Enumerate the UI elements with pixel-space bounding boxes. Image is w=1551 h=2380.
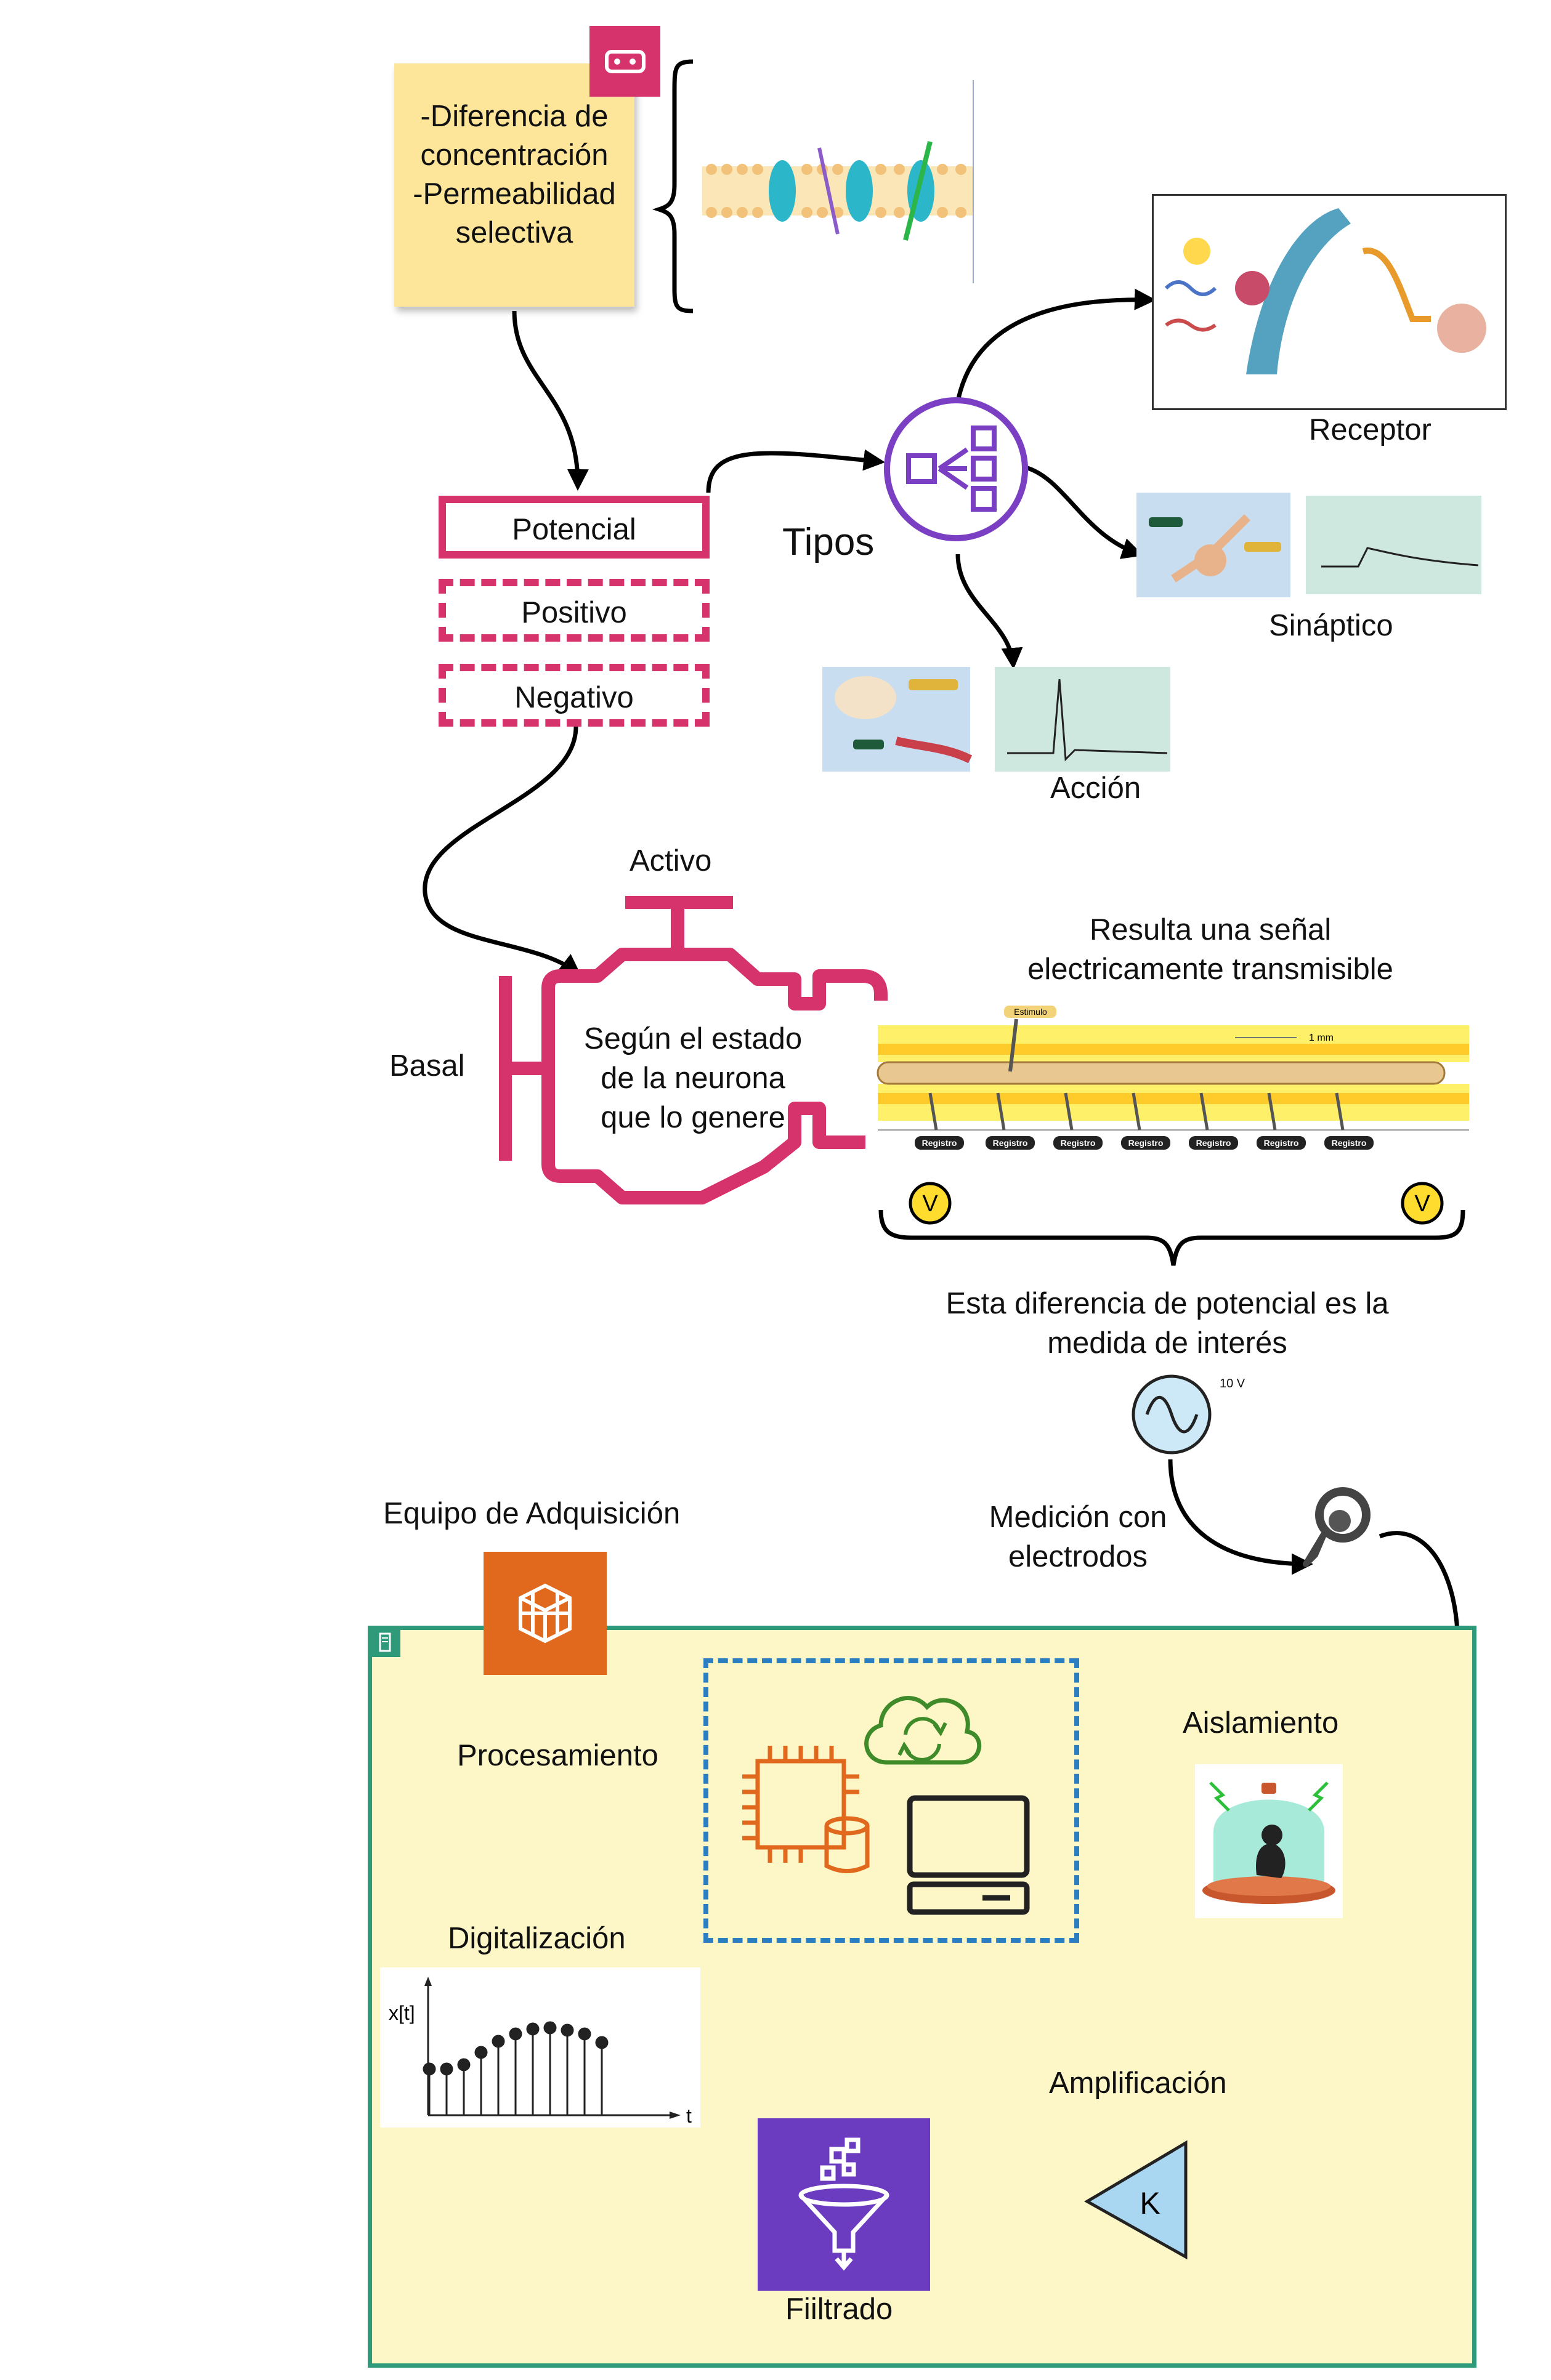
amplifier-gain: K [1140,2186,1160,2221]
record-tag: Registro [1196,1138,1231,1148]
digitization-label: Digitalización [448,1922,626,1955]
svg-text:V: V [922,1191,938,1217]
record-tag: Registro [1332,1138,1367,1148]
axon-illustration: Estimulo 1 mm Registro Registro Registro… [865,1001,1488,1167]
filtering-label: Fiiltrado [785,2293,893,2326]
cloud-sync-icon [853,1676,989,1778]
measure-line: Esta diferencia de potencial es la [946,1287,1389,1320]
record-tag: Registro [1264,1138,1299,1148]
brace-axon [878,1209,1465,1266]
receptor-illustration [1152,194,1507,410]
measure-line: medida de interés [1047,1326,1287,1360]
receptor-label: Receptor [1309,413,1432,446]
negative-box: Negativo [439,664,710,727]
positive-box: Positivo [439,579,710,642]
electrode-probe-icon [1290,1484,1377,1576]
stimulate-tag: Estimulo [1014,1007,1047,1017]
action-label: Acción [1050,772,1141,805]
record-tag: Registro [922,1138,957,1148]
membrane-illustration [696,74,1023,292]
funnel-filter-icon [758,2118,930,2291]
cpu-chip-icon [736,1740,884,1881]
negative-label: Negativo [514,681,634,714]
source-voltage-label: 10 V [1220,1377,1245,1390]
basal-label: Basal [389,1049,465,1083]
plot-xlabel: t [686,2105,692,2127]
voltmeter-right-icon: V [1400,1181,1444,1225]
plot-ylabel: x[t] [389,2002,415,2024]
flow-split-icon [881,394,1032,545]
engine-text-line: que lo genere [601,1101,785,1134]
types-label: Tipos [782,521,875,563]
record-tag: Registro [1128,1138,1164,1148]
record-tag: Registro [1061,1138,1096,1148]
potential-box: Potencial [439,496,710,559]
note-line: selectiva [455,216,573,249]
record-tag: Registro [993,1138,1028,1148]
svg-text:V: V [1414,1191,1430,1217]
ac-source-icon [1130,1373,1213,1456]
note-line: -Diferencia de [420,100,609,133]
server-icon [370,1628,400,1657]
isolation-label: Aislamiento [1183,1706,1339,1740]
positive-label: Positivo [521,596,627,629]
amplification-label: Amplificación [1049,2067,1227,2100]
signal-line: Resulta una señal [1089,913,1332,946]
engine-text-line: de la neurona [601,1062,785,1095]
processing-label: Procesamiento [457,1739,658,1772]
synaptic-label: Sináptico [1269,609,1393,642]
bell-jar-isolation-icon [1195,1764,1343,1918]
action-illustration [822,667,1204,778]
amplifier-triangle-icon: K [1084,2140,1189,2260]
scale-label: 1 mm [1309,1033,1334,1043]
electrodes-line: Medición con [989,1501,1167,1534]
vr-headset-icon [589,26,660,97]
voltmeter-left-icon: V [908,1181,952,1225]
electrodes-line: electrodos [1008,1540,1148,1573]
sticky-note: -Diferencia de concentración -Permeabili… [394,63,634,307]
processing-region [703,1658,1079,1943]
discrete-signal-plot: x[t] t [380,1967,700,2128]
note-line: -Permeabilidad [413,177,616,211]
acquisition-title: Equipo de Adquisición [383,1497,681,1530]
brace-note [652,59,694,313]
signal-line: electricamente transmisible [1027,953,1393,986]
potential-title: Potencial [512,513,636,546]
active-label: Activo [630,844,712,877]
synaptic-illustration [1136,493,1506,597]
lattice-cube-icon [484,1552,607,1675]
engine-text-line: Según el estado [583,1022,803,1055]
desktop-computer-icon [902,1792,1035,1918]
note-line: concentración [420,139,609,172]
